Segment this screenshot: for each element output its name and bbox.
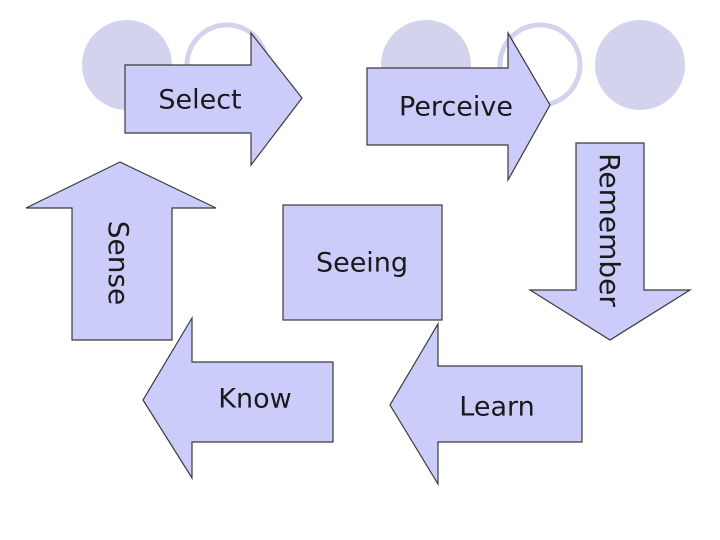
seeing-box: Seeing — [282, 204, 443, 321]
perceive-arrow: Perceive — [366, 30, 551, 183]
decoration-circle-filled — [595, 20, 685, 110]
remember-label: Remember — [593, 153, 626, 307]
know-label: Know — [218, 384, 291, 415]
perceive-label: Perceive — [399, 92, 513, 123]
select-label: Select — [158, 85, 241, 116]
sense-arrow: Sense — [25, 161, 217, 341]
seeing-label: Seeing — [316, 248, 408, 279]
select-arrow: Select — [124, 31, 303, 167]
know-arrow: Know — [142, 315, 334, 481]
learn-arrow: Learn — [389, 321, 583, 487]
sense-label: Sense — [102, 221, 135, 306]
remember-arrow: Remember — [527, 142, 693, 341]
learn-label: Learn — [459, 392, 534, 423]
